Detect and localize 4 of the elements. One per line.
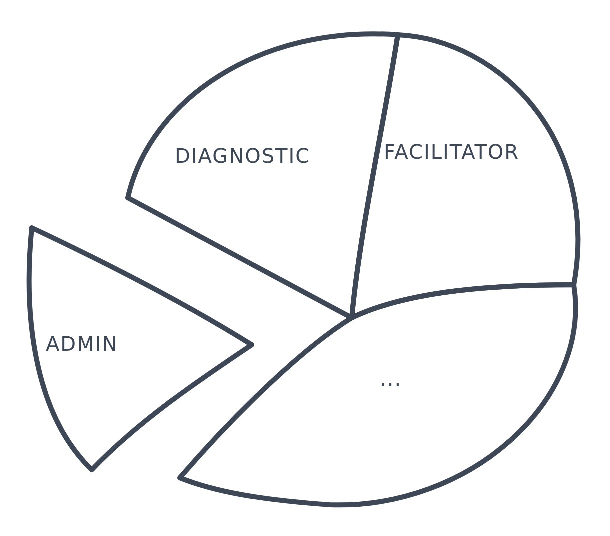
- slice-label: FACILITATOR: [384, 141, 520, 163]
- slice-label: ADMIN: [46, 333, 118, 355]
- slice-label: DIAGNOSTIC: [175, 145, 311, 167]
- slice-label: ...: [380, 368, 402, 390]
